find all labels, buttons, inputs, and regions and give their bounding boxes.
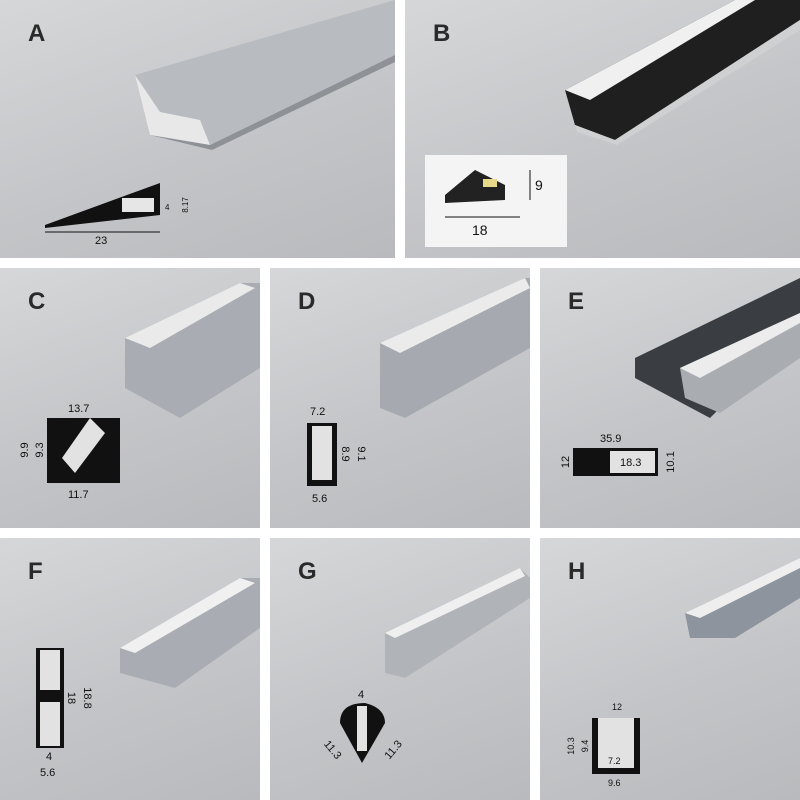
dim-label: 8.17 xyxy=(181,197,190,213)
profile-d-illustration: 7.2 8.9 9.1 5.6 xyxy=(307,278,530,505)
dim-label: 35.9 xyxy=(600,433,621,445)
dim-label: 11.3 xyxy=(321,738,343,761)
dim-label: 11.3 xyxy=(382,738,404,761)
profile-panel-c: C 13.7 9.9 9.3 11.7 xyxy=(0,268,260,528)
profile-panel-h: H 12 10.3 9.4 7.2 9.6 xyxy=(540,538,800,800)
dim-label: 9.3 xyxy=(34,442,46,457)
cross-section-a xyxy=(45,183,160,228)
panel-label: H xyxy=(568,558,586,585)
profile-h-illustration: 12 10.3 9.4 7.2 9.6 xyxy=(566,558,800,788)
dim-label: 12 xyxy=(560,456,572,468)
dim-label: 9.6 xyxy=(608,778,621,788)
dim-label: 7.2 xyxy=(608,756,621,766)
dim-label: 18.8 xyxy=(81,687,93,708)
panel-label: D xyxy=(298,288,316,315)
panel-label: B xyxy=(433,20,451,47)
profile-b-illustration xyxy=(565,0,800,145)
panel-label: A xyxy=(28,20,46,47)
dim-label: 9.1 xyxy=(355,446,367,461)
dim-label: 23 xyxy=(95,235,107,247)
dim-label: 5.6 xyxy=(312,493,327,505)
profile-panel-d: D 7.2 8.9 9.1 5.6 xyxy=(270,268,530,528)
profile-c-illustration: 13.7 9.9 9.3 11.7 xyxy=(19,283,260,501)
panel-label: C xyxy=(28,288,46,315)
profile-f-illustration: 18 18.8 4 5.6 xyxy=(36,578,260,779)
profile-panel-b: B 18 9 xyxy=(405,0,800,258)
profile-panel-a: A 23 4 8.17 xyxy=(0,0,395,258)
dim-label: 5.6 xyxy=(40,767,55,779)
dim-label: 9.9 xyxy=(19,442,31,457)
dim-label: 10.1 xyxy=(665,451,677,472)
profile-a-illustration: 23 4 8.17 xyxy=(45,0,395,247)
dim-label: 4 xyxy=(46,751,52,763)
dim-label: 13.7 xyxy=(68,403,89,415)
dim-label: 4 xyxy=(165,203,170,212)
dim-label: 7.2 xyxy=(310,406,325,418)
dim-label: 10.3 xyxy=(566,737,576,755)
dim-label: 9.4 xyxy=(580,740,590,753)
panel-label: E xyxy=(568,288,585,315)
dim-label: 8.9 xyxy=(339,446,351,461)
dim-label: 11.7 xyxy=(68,489,89,501)
dim-label: 18 xyxy=(472,222,488,238)
profile-panel-g: G 4 11.3 11.3 xyxy=(270,538,530,800)
cross-section-b: 18 9 xyxy=(425,155,567,247)
profile-e-illustration: 35.9 12 18.3 10.1 xyxy=(560,278,800,476)
dim-label: 18.3 xyxy=(620,457,641,469)
dim-label: 9 xyxy=(535,177,543,193)
profile-panel-e: E 35.9 12 18.3 10.1 xyxy=(540,268,800,528)
profile-g-illustration: 4 11.3 11.3 xyxy=(321,568,530,763)
panel-label: G xyxy=(298,558,317,585)
dim-label: 4 xyxy=(358,689,364,701)
dim-label: 18 xyxy=(65,692,77,704)
profile-panel-f: F 18 18.8 4 5.6 xyxy=(0,538,260,800)
dim-label: 12 xyxy=(612,702,622,712)
panel-label: F xyxy=(28,558,43,585)
